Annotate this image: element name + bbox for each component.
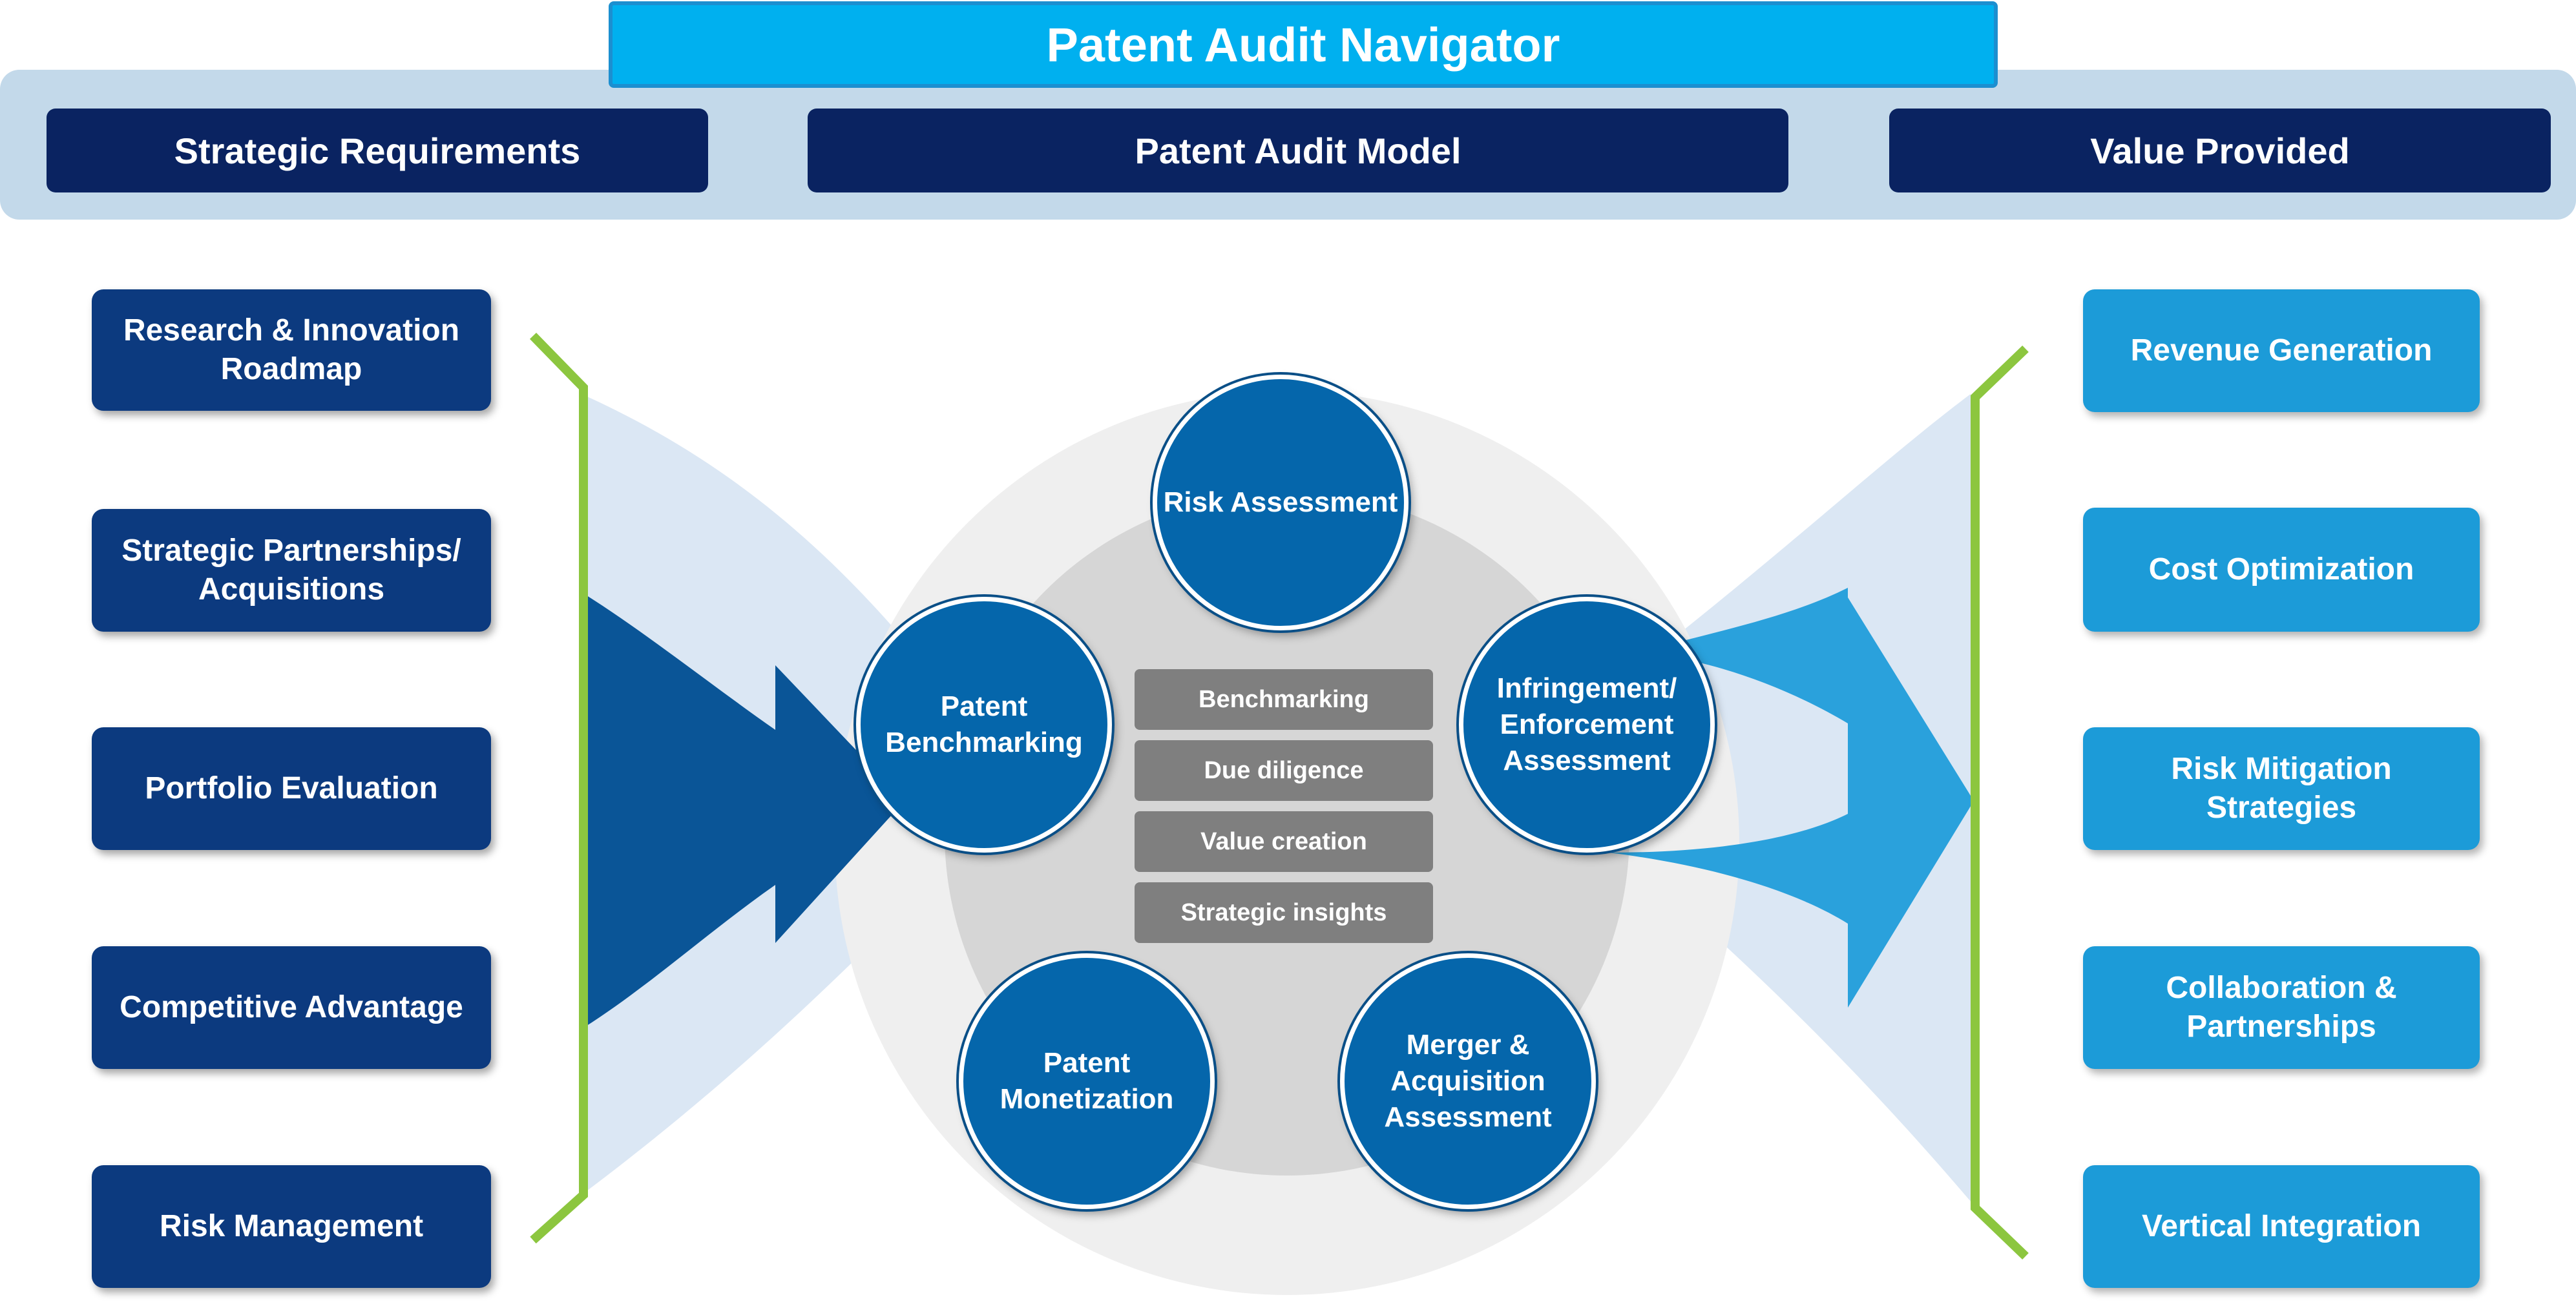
node-risk-assessment: Risk Assessment [1153,375,1408,630]
column-header-strategic-requirements: Strategic Requirements [47,109,708,192]
left-bracket [529,333,588,1244]
column-header-value-provided: Value Provided [1889,109,2551,192]
value-revenue-generation: Revenue Generation [2083,289,2480,412]
page-title: Patent Audit Navigator [609,1,1998,88]
activity-benchmarking: Benchmarking [1135,669,1433,730]
requirement-risk-management: Risk Management [92,1165,491,1288]
activity-value-creation: Value creation [1135,811,1433,872]
requirement-competitive-advantage: Competitive Advantage [92,946,491,1069]
column-header-patent-audit-model: Patent Audit Model [808,109,1788,192]
value-cost-optimization: Cost Optimization [2083,508,2480,632]
requirement-strategic-partnerships: Strategic Partnerships/ Acquisitions [92,509,491,632]
right-funnel-shape [1680,394,1971,1201]
node-patent-benchmarking: Patent Benchmarking [856,597,1112,853]
left-arrow [585,594,905,1027]
node-infringement-enforcement-assessment: Infringement/ Enforcement Assessment [1459,597,1715,853]
right-arrow [1609,588,1974,1008]
node-patent-monetization: Patent Monetization [959,953,1215,1209]
activity-strategic-insights: Strategic insights [1135,882,1433,943]
right-bracket [1971,345,2029,1260]
requirement-portfolio-evaluation: Portfolio Evaluation [92,727,491,850]
value-vertical-integration: Vertical Integration [2083,1165,2480,1288]
node-merger-acquisition-assessment: Merger & Acquisition Assessment [1340,953,1596,1209]
value-collaboration-partnerships: Collaboration & Partnerships [2083,946,2480,1069]
value-risk-mitigation-strategies: Risk Mitigation Strategies [2083,727,2480,850]
activity-due-diligence: Due diligence [1135,740,1433,801]
requirement-research-innovation-roadmap: Research & Innovation Roadmap [92,289,491,411]
